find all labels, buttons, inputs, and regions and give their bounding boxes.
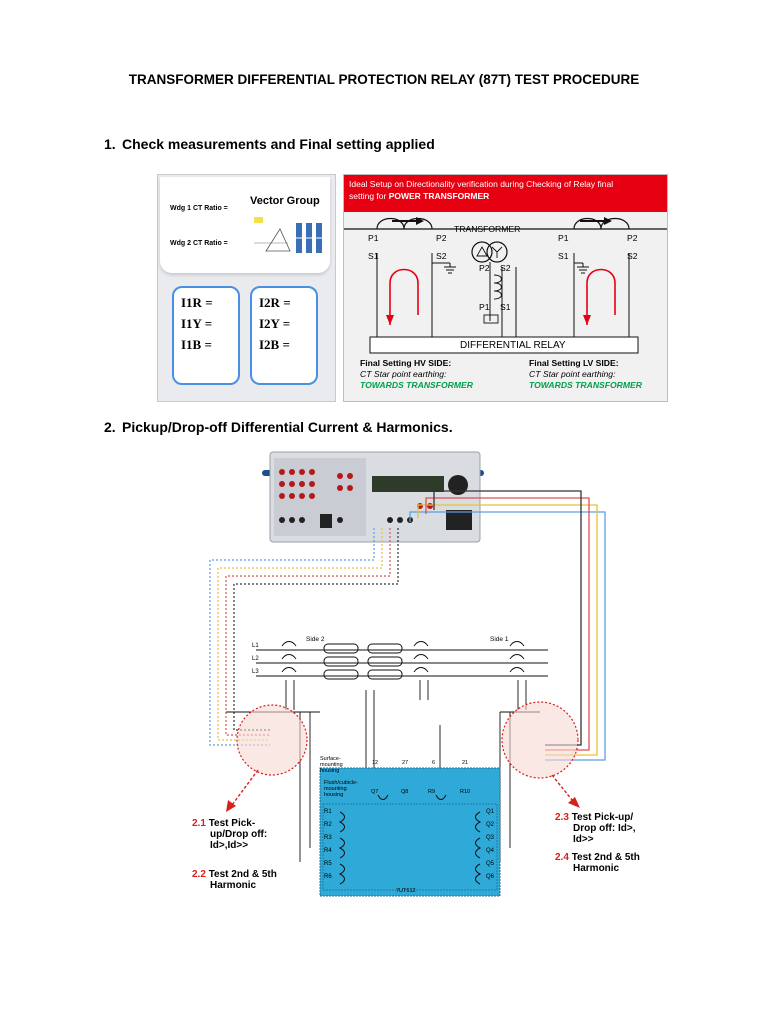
terminal-q8: Q8 xyxy=(401,789,409,795)
callout-2-2-number: 2.2 xyxy=(192,869,206,880)
terminal-r1: R1 xyxy=(324,809,332,815)
terminal-r6: R6 xyxy=(324,874,332,880)
winding-2-current-box: I2R = I2Y = I2B = xyxy=(250,286,318,385)
banner-line-1: Ideal Setup on Directionality verificati… xyxy=(349,179,614,189)
terminal-num-12: 12 xyxy=(372,760,379,766)
callout-2-3-line-1: Test Pick-up/ xyxy=(571,812,634,823)
lv-s2-label: S2 xyxy=(627,251,638,261)
terminal-num-27: 27 xyxy=(402,760,409,766)
relay-test-set xyxy=(262,451,484,543)
callout-2-2-line-2: Harmonic xyxy=(210,880,257,891)
section-1-text: Check measurements and Final setting app… xyxy=(122,136,435,152)
banner-line-2: setting for POWER TRANSFORMER xyxy=(349,190,662,202)
callout-2-4-number: 2.4 xyxy=(555,852,569,863)
i2r-label: I2R = xyxy=(259,295,291,310)
terminal-q6: Q6 xyxy=(486,874,495,880)
section-2-heading: 2. Pickup/Drop-off Differential Current &… xyxy=(104,419,453,435)
flush-mounting-label: Flush/cubicle-mounting housing xyxy=(324,780,358,798)
neutral-s1-label: S1 xyxy=(500,302,511,312)
section-1-heading: 1. Check measurements and Final setting a… xyxy=(104,136,435,152)
banner-line-2-bold: POWER TRANSFORMER xyxy=(388,191,490,201)
terminal-q7: Q7 xyxy=(371,789,379,795)
lv-towards-label: TOWARDS TRANSFORMER xyxy=(529,380,642,390)
winding-1-current-box: I1R = I1Y = I1B = xyxy=(172,286,240,385)
phase-l1-label: L1 xyxy=(252,643,259,649)
callout-2-1-line-1: Test Pick- xyxy=(208,818,256,829)
hv-earthing-label: CT Star point earthing: xyxy=(360,369,447,379)
terminal-q2: Q2 xyxy=(486,822,495,828)
directionality-banner: Ideal Setup on Directionality verificati… xyxy=(344,175,667,212)
terminal-r5: R5 xyxy=(324,861,332,867)
phase-l3-label: L3 xyxy=(252,669,259,675)
wdg1-ratio-label: Wdg 1 CT Ratio = xyxy=(170,205,228,212)
phase-l2-label: L2 xyxy=(252,656,259,662)
i1r-label: I1R = xyxy=(181,295,213,310)
terminal-r9: R9 xyxy=(428,789,436,795)
lv-p1-label: P1 xyxy=(558,233,569,243)
neutral-p2-label: P2 xyxy=(479,263,490,273)
terminal-q3: Q3 xyxy=(486,835,495,841)
hv-final-setting-title: Final Setting HV SIDE: xyxy=(360,358,452,368)
callout-2-1-line-3: Id>,Id>> xyxy=(210,840,249,851)
side1-label: Side 1 xyxy=(490,636,509,643)
section-1-number: 1. xyxy=(104,136,116,152)
callout-2-3: 2.3 Test Pick-up/ Drop off: Id>, Id>> xyxy=(555,812,636,845)
i2b-label: I2B = xyxy=(259,337,290,352)
callout-2-2-line-1: Test 2nd & 5th xyxy=(208,869,277,880)
callout-2-1-number: 2.1 xyxy=(192,818,206,829)
callout-2-1: 2.1 Test Pick- up/Drop off: Id>,Id>> xyxy=(192,818,267,851)
hv-p2-label: P2 xyxy=(436,233,447,243)
i1b-label: I1B = xyxy=(181,337,212,352)
lv-p2-label: P2 xyxy=(627,233,638,243)
callout-2-4: 2.4 Test 2nd & 5th Harmonic xyxy=(555,852,640,874)
lv-earthing-label: CT Star point earthing: xyxy=(529,369,616,379)
i2y-label: I2Y = xyxy=(259,316,291,331)
terminal-r3: R3 xyxy=(324,835,332,841)
transformer-label: TRANSFORMER xyxy=(454,224,521,234)
directionality-diagram xyxy=(344,217,667,354)
surface-mounting-label: Surface-mounting housing xyxy=(320,756,343,774)
terminal-num-6: 6 xyxy=(432,760,436,766)
terminal-q4: Q4 xyxy=(486,848,495,854)
terminal-q5: Q5 xyxy=(486,861,495,867)
hv-towards-label: TOWARDS TRANSFORMER xyxy=(360,380,473,390)
right-terminals: Q1 Q2 Q3 Q4 Q5 Q6 xyxy=(486,806,494,884)
vector-group-icon xyxy=(254,217,324,253)
directionality-panel: Ideal Setup on Directionality verificati… xyxy=(343,174,668,402)
section-2-number: 2. xyxy=(104,419,116,435)
lv-s1-label: S1 xyxy=(558,251,569,261)
relay-model-label: 7UT612 xyxy=(396,888,416,894)
hv-p1-label: P1 xyxy=(368,233,379,243)
ct-ratio-card: Wdg 1 CT Ratio = Wdg 2 CT Ratio = Vector… xyxy=(160,177,330,273)
callout-2-1-line-2: up/Drop off: xyxy=(210,829,268,840)
differential-relay-label: DIFFERENTIAL RELAY xyxy=(460,340,566,351)
callout-2-3-number: 2.3 xyxy=(555,812,569,823)
left-terminals: R1 R2 R3 R4 R5 R6 xyxy=(324,806,332,884)
measurement-panel: Wdg 1 CT Ratio = Wdg 2 CT Ratio = Vector… xyxy=(157,174,336,402)
banner-line-2-prefix: setting for xyxy=(349,191,389,201)
i1y-label: I1Y = xyxy=(181,316,213,331)
page-title: TRANSFORMER DIFFERENTIAL PROTECTION RELA… xyxy=(128,72,640,87)
terminal-r4: R4 xyxy=(324,848,332,854)
terminal-q1: Q1 xyxy=(486,809,495,815)
hv-s2-label: S2 xyxy=(436,251,447,261)
callout-2-4-line-1: Test 2nd & 5th xyxy=(571,852,640,863)
callout-2-4-line-2: Harmonic xyxy=(573,863,620,874)
terminal-num-21: 21 xyxy=(462,760,469,766)
neutral-p1-label: P1 xyxy=(479,302,490,312)
hv-s1-label: S1 xyxy=(368,251,379,261)
neutral-s2-label: S2 xyxy=(500,263,511,273)
wdg2-ratio-label: Wdg 2 CT Ratio = xyxy=(170,240,228,247)
lv-final-setting-title: Final Setting LV SIDE: xyxy=(529,358,619,368)
vector-group-label: Vector Group xyxy=(250,195,320,207)
callout-2-3-line-2: Drop off: Id>, xyxy=(573,823,636,834)
terminal-r10: R10 xyxy=(460,789,471,795)
side2-label: Side 2 xyxy=(306,636,325,643)
callout-2-3-line-3: Id>> xyxy=(573,834,594,845)
terminal-r2: R2 xyxy=(324,822,332,828)
callout-2-2: 2.2 Test 2nd & 5th Harmonic xyxy=(192,869,277,891)
section-2-text: Pickup/Drop-off Differential Current & H… xyxy=(122,419,453,435)
